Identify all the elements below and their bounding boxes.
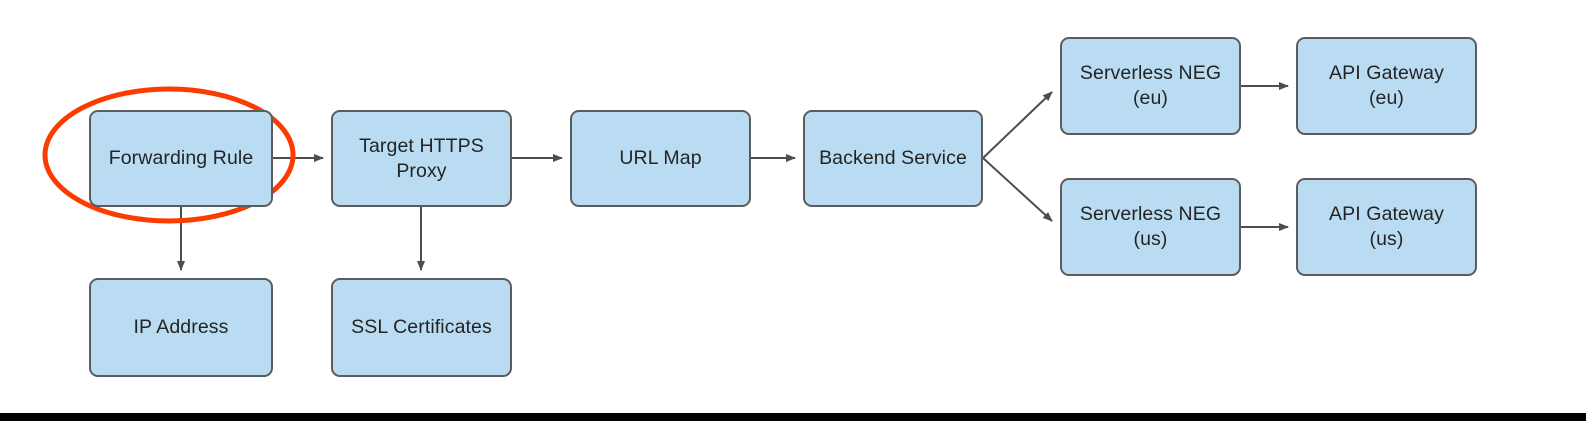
node-api-gateway-us[interactable]: API Gateway (us)	[1296, 178, 1477, 276]
node-url-map[interactable]: URL Map	[570, 110, 751, 207]
node-label: API Gateway (eu)	[1329, 62, 1444, 109]
node-label: Serverless NEG (eu)	[1079, 62, 1222, 109]
node-label: URL Map	[619, 147, 702, 170]
node-api-gateway-eu[interactable]: API Gateway (eu)	[1296, 37, 1477, 135]
node-label: Serverless NEG (us)	[1079, 203, 1222, 250]
node-label: Target HTTPS Proxy	[359, 134, 484, 182]
node-ssl-certificates[interactable]: SSL Certificates	[331, 278, 512, 377]
node-label: SSL Certificates	[351, 316, 492, 339]
annotation-group	[42, 86, 296, 224]
node-label: Backend Service	[819, 147, 967, 170]
node-label: IP Address	[133, 316, 229, 339]
node-serverless-neg-us[interactable]: Serverless NEG (us)	[1060, 178, 1241, 276]
node-forwarding-rule[interactable]: Forwarding Rule	[89, 110, 273, 207]
edge-group	[177, 82, 1289, 271]
node-backend-service[interactable]: Backend Service	[803, 110, 983, 207]
bottom-black-bar	[0, 413, 1586, 421]
edge-backend-service-to-serverless-neg-eu	[982, 91, 1053, 159]
node-label: API Gateway (us)	[1329, 203, 1444, 250]
node-target-https-proxy[interactable]: Target HTTPS Proxy	[331, 110, 512, 207]
node-serverless-neg-eu[interactable]: Serverless NEG (eu)	[1060, 37, 1241, 135]
highlight-ellipse-forwarding-rule	[42, 86, 296, 224]
node-label: Forwarding Rule	[108, 147, 254, 170]
node-ip-address[interactable]: IP Address	[89, 278, 273, 377]
edge-backend-service-to-serverless-neg-us	[982, 157, 1053, 222]
